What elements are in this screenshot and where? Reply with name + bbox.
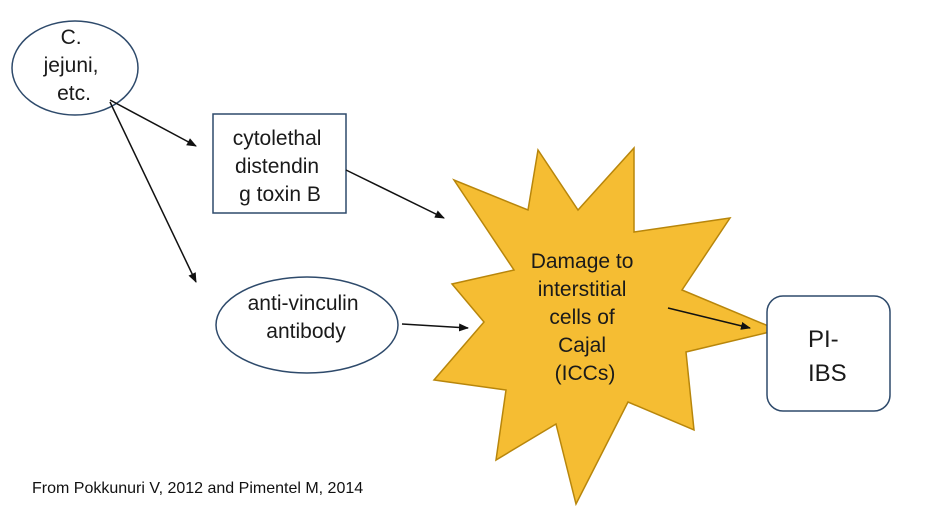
outcome-label-line-2: IBS [808,360,847,387]
starburst-shape [432,146,781,507]
outcome-box [766,295,891,412]
damage-label: Damage to interstitial cells of Cajal (I… [531,250,640,385]
svg-text:cytolethal distendin: cytolethal distendin g toxin B [233,127,328,206]
source-ellipse [11,20,139,116]
outcome-label-line-1: PI- [808,326,839,353]
damage-label-line-3: cells of [549,306,615,329]
source-label-line-3: etc. [57,82,91,105]
source-label-line-2: jejuni, [43,54,99,77]
damage-label-line-1: Damage to [531,250,634,273]
arrow-antibody-to-damage [401,323,469,332]
antibody-label-line-1: anti-vinculin [248,292,359,315]
toxin-box [212,113,347,214]
svg-text:anti-vinculin antibody: anti-vinculin antibody [248,292,365,343]
toxin-node: cytolethal distendin g toxin B [212,113,347,214]
antibody-node: anti-vinculin antibody [215,276,399,374]
svg-text:PI- IBS: PI- IBS [808,326,847,387]
toxin-label-line-3: g toxin B [239,183,321,206]
antibody-label-line-2: antibody [266,320,346,343]
toxin-label-line-1: cytolethal [233,127,322,150]
outcome-node: PI- IBS [766,295,891,412]
arrow-source-to-antibody [109,101,197,283]
citation-text: From Pokkunuri V, 2012 and Pimentel M, 2… [32,480,364,497]
toxin-label-line-2: distendin [235,155,319,178]
arrow-source-to-toxin [109,99,197,147]
antibody-ellipse [215,276,399,374]
damage-label-line-4: Cajal [558,334,606,357]
arrow-toxin-to-damage [345,169,445,219]
damage-label-line-5: (ICCs) [555,362,616,385]
svg-text:C. jejuni, etc: C. jejuni, etc. [43,26,105,105]
damage-label-line-2: interstitial [538,278,627,301]
source-label-line-1: C. [61,26,82,49]
arrow-damage-to-outcome [667,307,751,330]
source-node: C. jejuni, etc. [11,20,139,116]
